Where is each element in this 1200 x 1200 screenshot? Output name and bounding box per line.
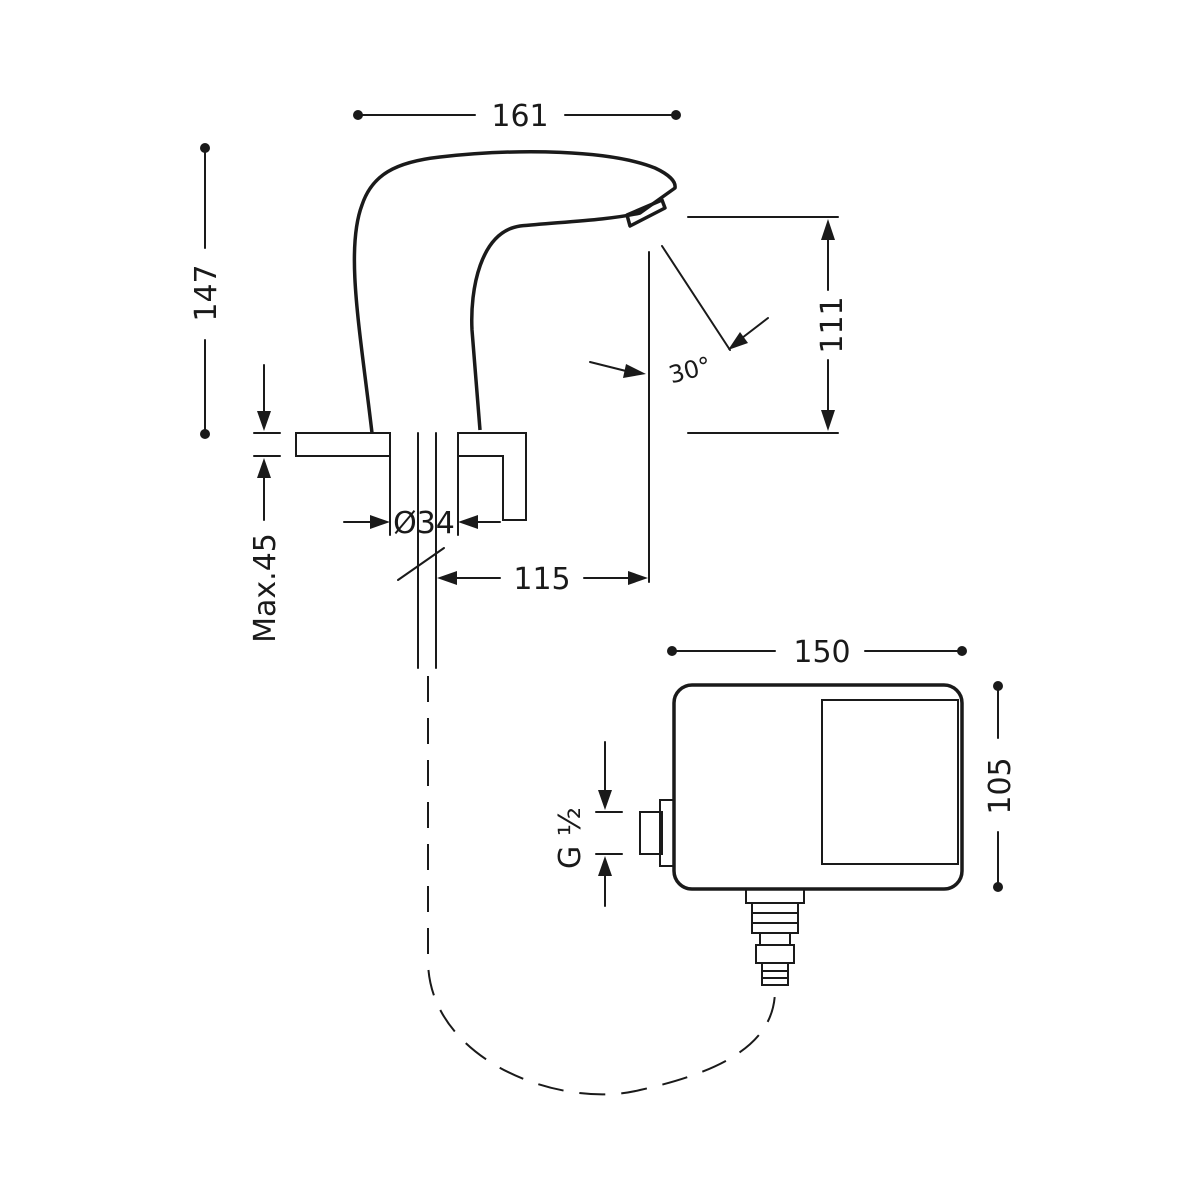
dimension-111: 111 [687, 216, 850, 434]
dimension-angle: 30° [589, 245, 769, 583]
dimension-label-105: 105 [983, 757, 1018, 814]
dimension-label-147: 147 [189, 264, 224, 321]
dimension-hole-diameter: Ø34 [343, 455, 501, 541]
dimension-105: 105 [983, 681, 1018, 892]
dimension-inlet-thread: G ½ [553, 741, 623, 907]
dimension-label-max-thickness: Max.45 [248, 533, 283, 643]
supply-hose [397, 432, 776, 1096]
dimension-150: 150 [667, 635, 967, 670]
dimension-115: 115 [437, 562, 648, 597]
dimension-max-thickness: Max.45 [248, 364, 283, 643]
faucet-body [352, 150, 677, 434]
dimension-label-161: 161 [491, 99, 548, 134]
dimension-label-150: 150 [793, 635, 850, 670]
dimension-label-111: 111 [815, 296, 850, 353]
outlet-connector [745, 888, 805, 986]
dimension-147: 147 [189, 143, 224, 439]
dimension-label-inlet-thread: G ½ [553, 807, 588, 869]
dimension-label-115: 115 [513, 562, 570, 597]
dimension-label-angle: 30° [666, 351, 714, 389]
dimension-161: 161 [353, 99, 681, 134]
dimension-label-hole-diameter: Ø34 [393, 506, 455, 541]
control-box [639, 683, 964, 986]
